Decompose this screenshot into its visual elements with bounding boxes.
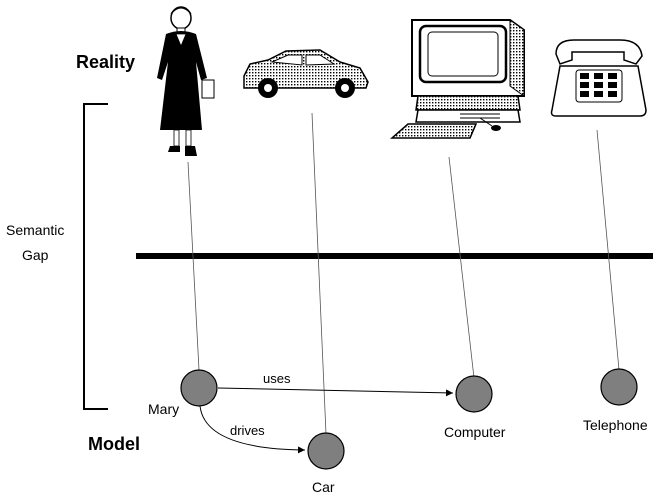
semantic-gap-label-line1: Semantic xyxy=(6,222,64,238)
edge-drives xyxy=(199,405,306,454)
mary-label: Mary xyxy=(148,401,179,417)
model-heading: Model xyxy=(88,434,140,454)
semantic-gap-label-line2: Gap xyxy=(22,247,49,263)
computer-icon xyxy=(390,19,525,139)
telephone-node xyxy=(600,368,638,406)
mary-node xyxy=(180,369,218,407)
semantic-gap-bracket xyxy=(83,103,108,410)
mapping-line-car xyxy=(311,112,327,435)
mapping-lines xyxy=(187,112,620,435)
car-label: Car xyxy=(312,479,335,495)
edge-uses-label: uses xyxy=(263,371,291,386)
computer-node xyxy=(455,375,493,413)
mapping-line-mary xyxy=(187,161,200,371)
car-node xyxy=(307,432,345,470)
edge-drives-label: drives xyxy=(230,423,265,438)
telephone-icon xyxy=(550,39,647,117)
car-icon xyxy=(243,49,369,98)
computer-label: Computer xyxy=(444,424,506,440)
edge-uses xyxy=(217,387,454,397)
reality-heading: Reality xyxy=(76,52,135,72)
person-icon xyxy=(157,6,215,156)
telephone-label: Telephone xyxy=(583,417,648,433)
mapping-line-telephone xyxy=(596,129,620,371)
mapping-line-computer xyxy=(448,156,475,379)
